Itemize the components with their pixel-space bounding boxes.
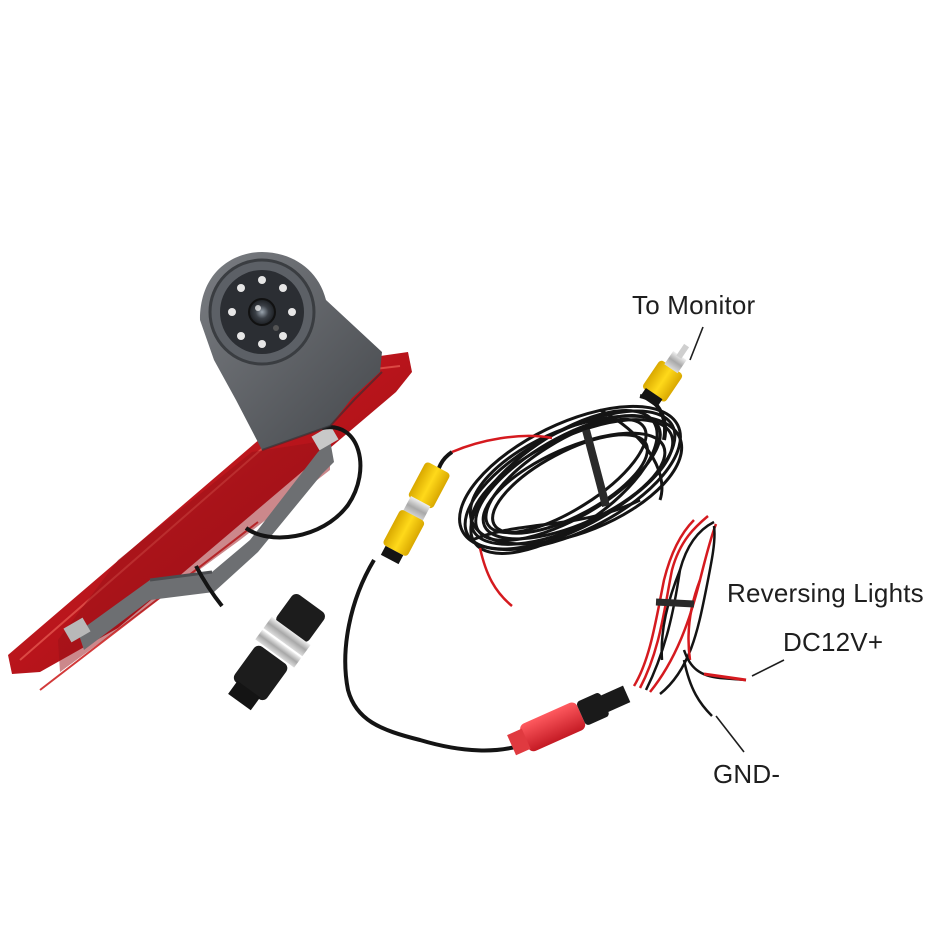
- ir-led-ring: [228, 276, 296, 348]
- rca-connector-pair: [380, 450, 454, 565]
- mounting-bracket: [63, 425, 339, 650]
- label-gnd: GND-: [713, 759, 781, 789]
- label-to-monitor: To Monitor: [632, 290, 756, 320]
- red-wire-tail: [478, 547, 513, 607]
- label-dc12v: DC12V+: [783, 627, 884, 657]
- coiled-cable: [458, 404, 684, 555]
- label-reversing-lights: Reversing Lights: [727, 578, 924, 608]
- rca-connector-monitor: [640, 343, 690, 408]
- camera-housing: [200, 252, 383, 451]
- main-video-cable: [343, 558, 531, 753]
- camera-cable-loop: [244, 425, 363, 540]
- power-wire-bundle: [632, 515, 747, 717]
- label-leaders: [689, 326, 785, 753]
- bundle-tie: [655, 598, 695, 608]
- camera-lens: [248, 298, 276, 326]
- dc-power-plug: [507, 685, 631, 756]
- cable-tie: [582, 428, 610, 508]
- aviation-connector: [228, 593, 325, 711]
